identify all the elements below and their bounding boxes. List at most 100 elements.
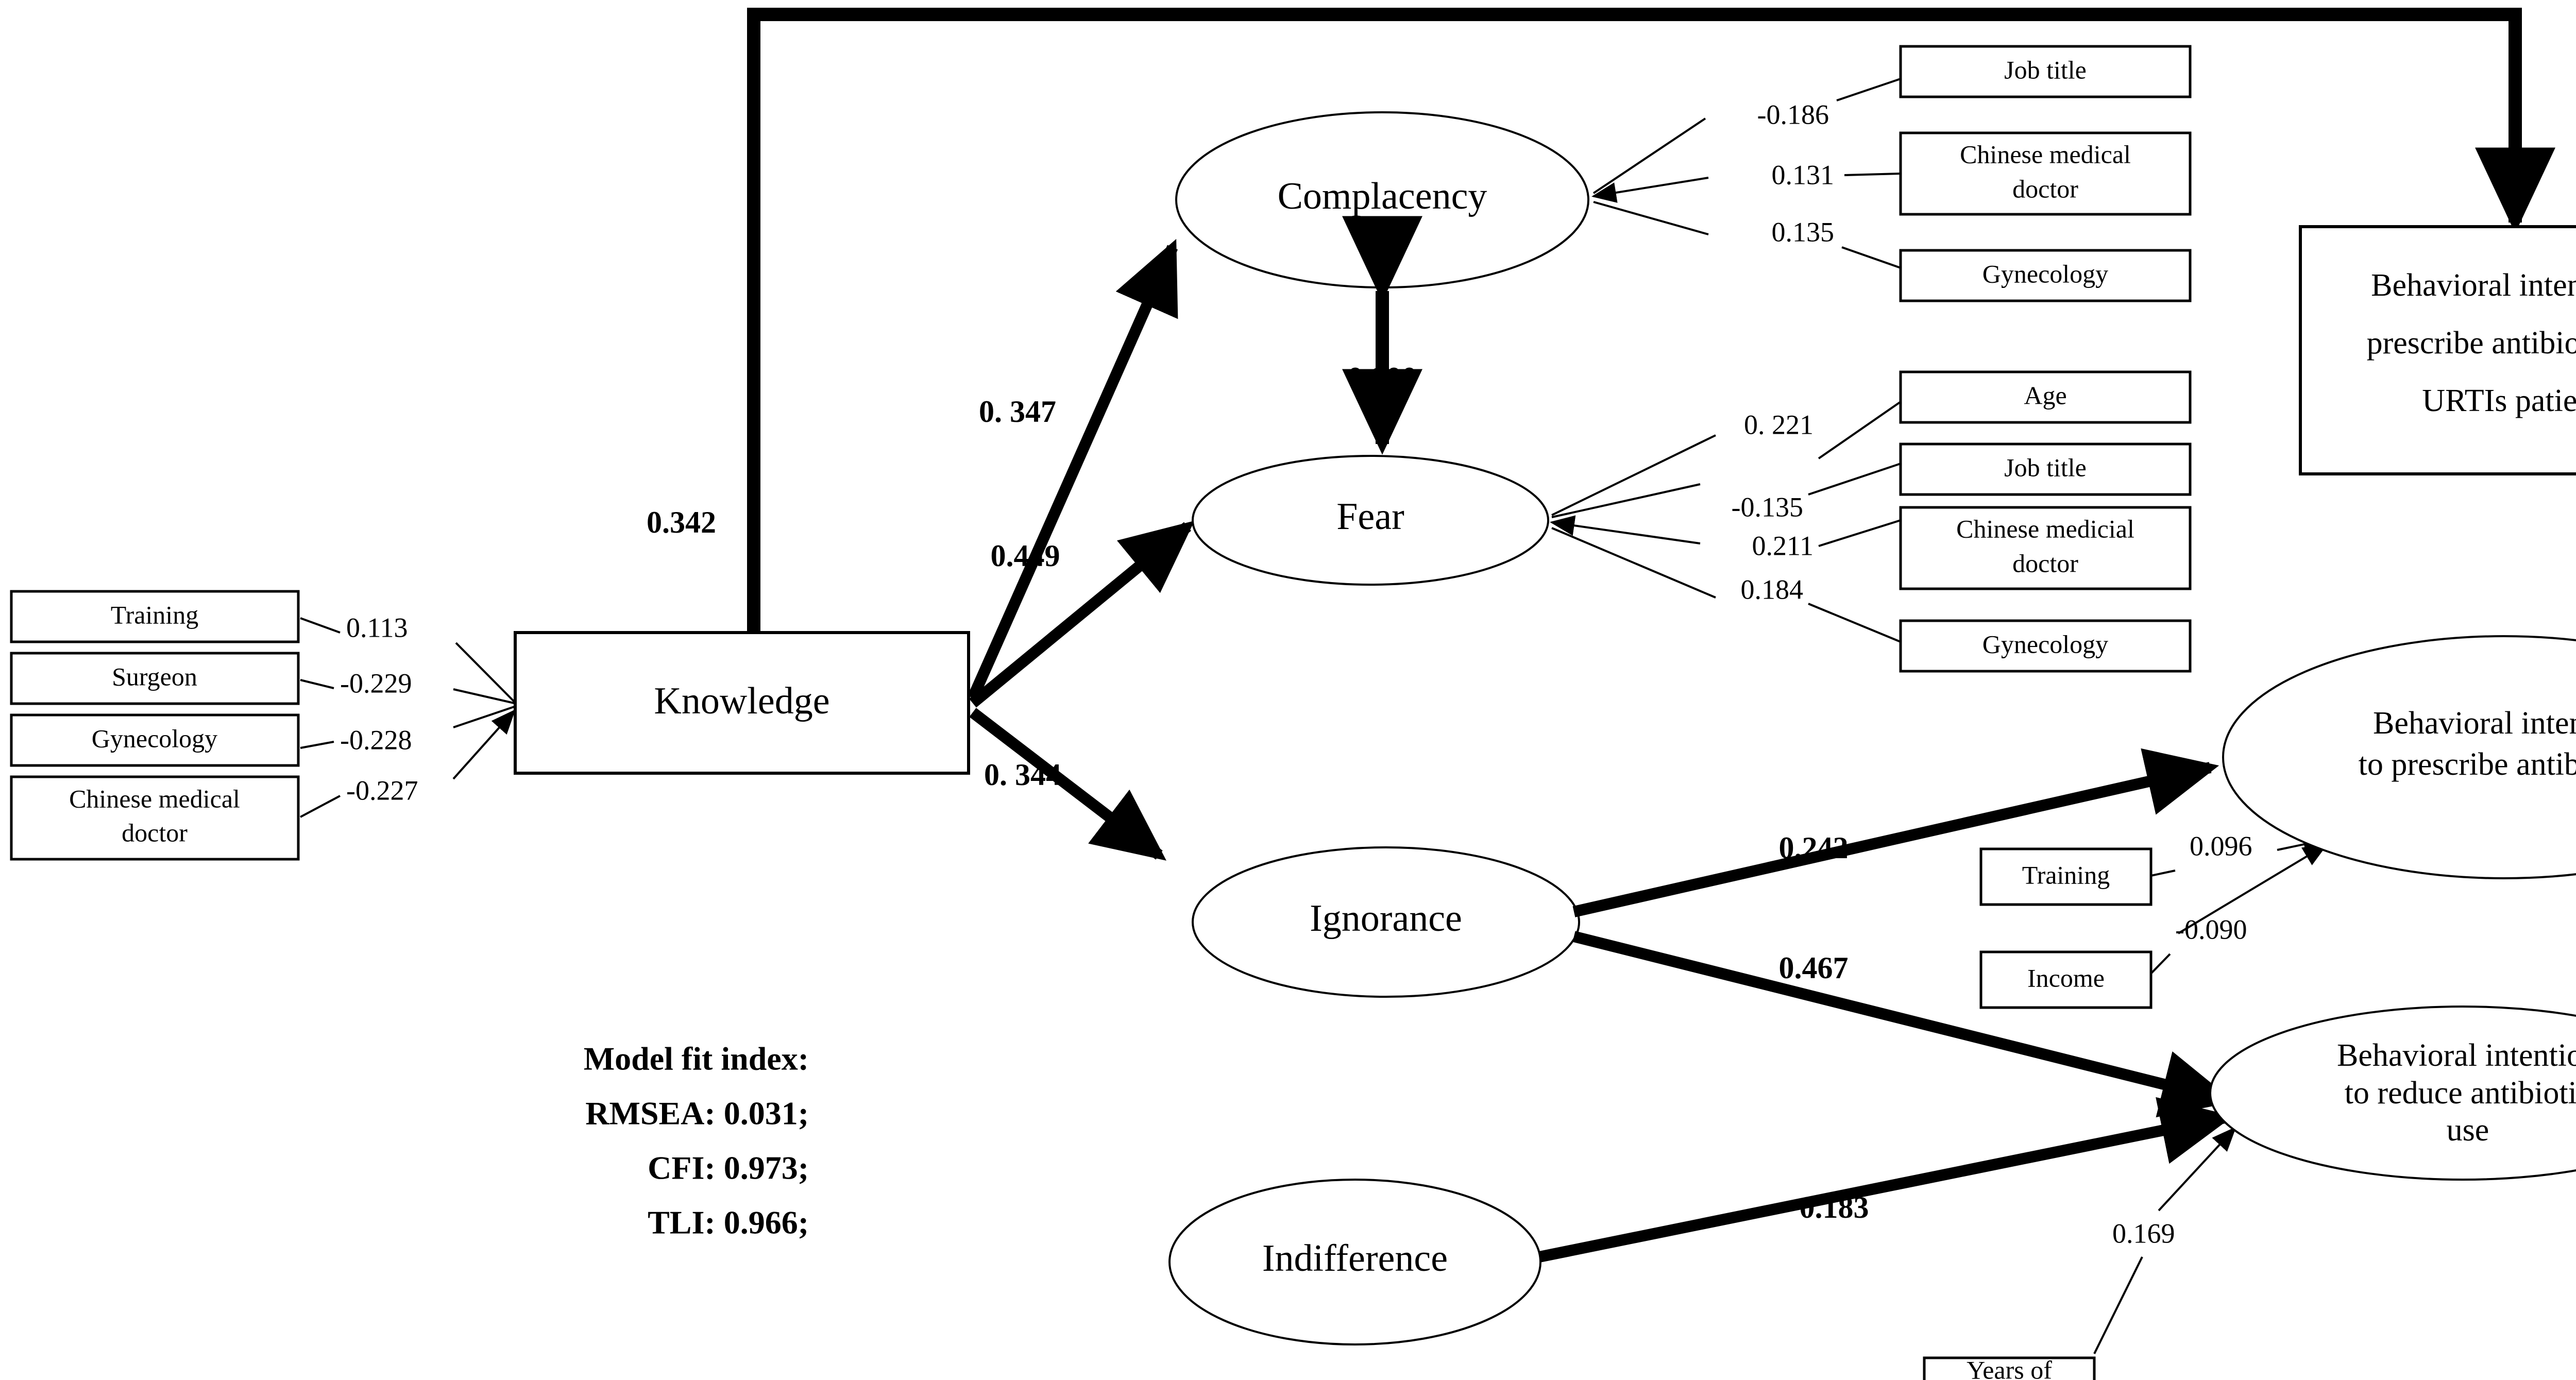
indicator-label-chinese-medical-doctor-complacency-line2: doctor (2012, 174, 2078, 203)
coef-training-prescribe: 0.096 (2190, 830, 2252, 861)
model-fit-cfi: CFI: 0.973; (648, 1150, 809, 1186)
indicator-label-job-title-complacency: Job title (2004, 55, 2087, 84)
line-converge-4 (452, 709, 516, 780)
indicator-box-chinese-medical-doctor-knowledge (10, 775, 300, 861)
indicator-box-job-title-fear (1899, 442, 2192, 496)
node-ignorance (1192, 846, 1580, 998)
node-bi-prescribe-antibiotics (2222, 635, 2576, 879)
node-bi-prescribe-urti (2299, 225, 2576, 475)
path-knowledge-to-fear (969, 520, 1195, 708)
coef-knowledge-to-ignorance: 0. 344 (984, 758, 1061, 792)
indicator-box-gynecology-knowledge (10, 713, 300, 767)
coef-surgeon-knowledge: -0.229 (340, 668, 412, 698)
line-converge-1 (455, 642, 515, 703)
path-knowledge-to-complacency (967, 238, 1178, 701)
node-label-indifference: Indifference (1262, 1237, 1448, 1280)
indicator-box-job-title-complacency (1899, 45, 2192, 98)
coef-ignorance-to-reduce: 0.467 (1779, 951, 1849, 985)
line-income-prescribe (2150, 953, 2171, 975)
indicator-box-surgeon-knowledge (10, 652, 300, 705)
coef-chinese-medical-doctor-complacency: 0.131 (1772, 159, 1835, 190)
line-gynecology-knowledge (300, 741, 334, 749)
path-ignorance-to-reduce (1572, 931, 2235, 1118)
indicator-box-training-knowledge (10, 590, 300, 643)
line-job-title-complacency (1836, 78, 1901, 101)
line-fear-converge-3 (1550, 515, 1701, 544)
line-job-title-fear (1808, 463, 1901, 496)
indicator-label-chinese-medicial-doctor-fear-line1: Chinese medicial (1956, 514, 2134, 543)
coef-knowledge-to-urti: 0.342 (647, 505, 716, 539)
line-chinese-medical-doctor-complacency (1844, 173, 1901, 176)
indicator-box-chinese-medicial-doctor-fear (1899, 506, 2192, 590)
coef-job-title-fear: -0.135 (1732, 491, 1803, 522)
node-indifference (1168, 1179, 1541, 1345)
line-training-knowledge (300, 617, 341, 634)
coef-knowledge-to-complacency: 0. 347 (979, 395, 1056, 429)
line-complacency-converge-1 (1592, 117, 1706, 194)
node-label-urti-line3: URTIs patients (2422, 383, 2576, 418)
path-indifference-to-reduce (1538, 1097, 2234, 1263)
coef-indifference-to-reduce: 0.183 (1800, 1190, 1869, 1224)
line-chinese-medicial-doctor-fear (1818, 519, 1901, 547)
line-age-fear (1818, 401, 1902, 459)
coef-years-of-practices: 0.169 (2112, 1218, 2175, 1249)
node-label-bi-reduce-line2: to reduce antibiotic (2345, 1076, 2576, 1111)
indicator-label-chinese-medical-doctor-complacency-line1: Chinese medical (1960, 140, 2131, 168)
coef-gynecology-knowledge: -0.228 (340, 724, 412, 755)
line-complacency-converge-3 (1593, 201, 1709, 235)
indicator-box-income-prescribe (1979, 950, 2153, 1009)
node-label-bi-reduce-line1: Behavioral intention (2337, 1038, 2576, 1073)
path-knowledge-to-ignorance (969, 708, 1166, 861)
indicator-label-income-prescribe: Income (2027, 963, 2105, 992)
node-label-fear: Fear (1336, 496, 1404, 538)
node-label-bi-prescribe-line1: Behavioral intention (2373, 706, 2576, 741)
line-training-prescribe (2150, 870, 2176, 877)
line-complacency-converge-2 (1591, 177, 1709, 203)
line-converge-2 (453, 688, 515, 704)
line-surgeon-knowledge (300, 679, 334, 689)
node-label-bi-reduce-line3: use (2447, 1113, 2489, 1148)
path-knowledge-to-urti (747, 8, 2555, 633)
model-fit-heading: Model fit index: (584, 1041, 809, 1077)
path-ignorance-to-prescribe (1572, 748, 2219, 917)
coef-age-fear: 0. 221 (1744, 409, 1814, 440)
line-converge-3 (453, 706, 515, 728)
node-label-complacency: Complacency (1278, 175, 1487, 217)
indicator-box-training-prescribe (1979, 847, 2153, 906)
indicator-label-training-prescribe: Training (2022, 860, 2110, 889)
coef-chinese-medical-doctor-knowledge: -0.227 (346, 775, 418, 806)
node-label-urti-line1: Behavioral intention to (2371, 268, 2576, 303)
node-bi-reduce-antibiotic-use (2209, 1006, 2576, 1181)
indicator-box-years-of-practices (1923, 1356, 2096, 1380)
coef-job-title-complacency: -0.186 (1757, 99, 1829, 130)
line-gynecology-fear (1808, 603, 1901, 643)
indicator-label-chinese-medicial-doctor-fear-line2: doctor (2012, 549, 2078, 577)
line-fear-converge-2 (1551, 483, 1701, 518)
line-chinese-medical-doctor-knowledge (300, 795, 341, 818)
indicator-box-gynecology-complacency (1899, 249, 2192, 302)
coef-income-prescribe: -0.090 (2175, 914, 2247, 945)
model-fit-tli: TLI: 0.966; (648, 1204, 809, 1241)
coef-gynecology-complacency: 0.135 (1772, 216, 1835, 247)
indicator-label-surgeon-knowledge: Surgeon (112, 662, 197, 691)
coef-training-knowledge: 0.113 (346, 612, 408, 643)
coef-complacency-fear-covariance: 0.900 (1348, 361, 1417, 395)
node-fear (1192, 455, 1549, 586)
node-label-knowledge: Knowledge (654, 680, 829, 722)
indicator-box-age-fear (1899, 370, 2192, 424)
indicator-label-training-knowledge: Training (111, 600, 198, 629)
indicator-label-job-title-fear: Job title (2004, 453, 2087, 482)
coef-chinese-medicial-doctor-fear: 0.211 (1752, 530, 1814, 561)
line-years-of-practices (2093, 1256, 2143, 1354)
node-knowledge (514, 631, 970, 775)
line-income-to-prescribe-arrow (2177, 843, 2328, 934)
indicator-label-gynecology-complacency: Gynecology (1982, 259, 2108, 288)
line-years-to-reduce-arrow (2158, 1127, 2236, 1212)
coef-gynecology-fear: 0.184 (1741, 574, 1804, 605)
indicator-box-gynecology-fear (1899, 619, 2192, 673)
indicator-label-gynecology-knowledge: Gynecology (92, 724, 217, 753)
line-fear-converge-4 (1551, 527, 1716, 599)
node-label-ignorance: Ignorance (1310, 897, 1462, 940)
indicator-label-chinese-medical-doctor-knowledge-line1: Chinese medical (69, 784, 240, 813)
